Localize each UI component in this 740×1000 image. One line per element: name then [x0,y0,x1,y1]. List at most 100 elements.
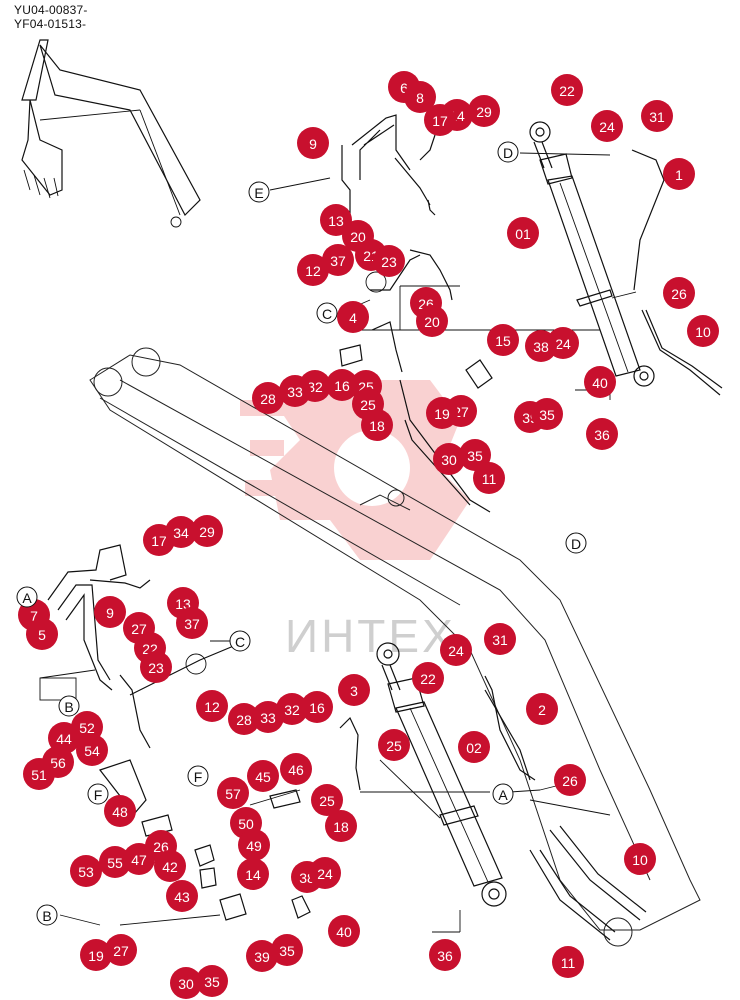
callout-8[interactable]: 8 [404,81,436,113]
ref-letter-label: A [22,590,32,606]
callout-badge [252,382,284,414]
callout-badge [297,254,329,286]
callout-23[interactable]: 23 [373,245,405,277]
callout-11[interactable]: 11 [473,462,505,494]
callout-9[interactable]: 9 [94,596,126,628]
callout-24[interactable]: 24 [440,634,472,666]
callout-25[interactable]: 25 [311,784,343,816]
ref-letter-ring [87,783,109,805]
callout-20[interactable]: 20 [416,305,448,337]
callout-02[interactable]: 02 [458,731,490,763]
callout-16[interactable]: 16 [326,369,358,401]
callout-51[interactable]: 51 [23,758,55,790]
ref-letter-E: E [248,181,270,203]
callout-badge [624,843,656,875]
callout-01[interactable]: 01 [507,217,539,249]
boom-outline [89,347,701,947]
callout-35[interactable]: 35 [271,934,303,966]
callout-27[interactable]: 27 [105,934,137,966]
callout-2[interactable]: 2 [526,693,558,725]
callout-26[interactable]: 26 [663,277,695,309]
callout-23[interactable]: 23 [140,651,172,683]
callout-24[interactable]: 24 [591,110,623,142]
callout-label: 33 [287,384,303,400]
callout-30[interactable]: 30 [170,967,202,999]
callout-label: 12 [204,699,220,715]
callout-1[interactable]: 1 [663,158,695,190]
callout-12[interactable]: 12 [196,690,228,722]
cylinder-01 [529,121,655,387]
callout-label: 30 [178,976,194,992]
callout-44[interactable]: 44 [48,722,80,754]
callout-17[interactable]: 17 [424,104,456,136]
callout-label: 1 [675,167,683,183]
callout-57[interactable]: 57 [217,777,249,809]
callout-13[interactable]: 13 [320,204,352,236]
callout-29[interactable]: 29 [468,95,500,127]
callout-24[interactable]: 24 [309,857,341,889]
callout-42[interactable]: 42 [154,850,186,882]
callout-55[interactable]: 55 [99,846,131,878]
callout-54[interactable]: 54 [76,734,108,766]
callout-badge [361,409,393,441]
callout-46[interactable]: 46 [280,753,312,785]
callout-4[interactable]: 4 [337,301,369,333]
callout-badge [663,158,695,190]
callout-11[interactable]: 11 [552,946,584,978]
callout-badge [104,795,136,827]
callout-9[interactable]: 9 [297,127,329,159]
callout-29[interactable]: 29 [191,515,223,547]
callout-15[interactable]: 15 [487,324,519,356]
callout-25[interactable]: 25 [378,729,410,761]
callout-40[interactable]: 40 [328,915,360,947]
callout-36[interactable]: 36 [429,939,461,971]
callout-31[interactable]: 31 [641,100,673,132]
callout-28[interactable]: 28 [228,703,260,735]
callout-37[interactable]: 37 [322,244,354,276]
callout-30[interactable]: 30 [433,443,465,475]
callout-19[interactable]: 19 [426,397,458,429]
callout-28[interactable]: 28 [252,382,284,414]
callout-34[interactable]: 34 [165,516,197,548]
callout-19[interactable]: 19 [80,939,112,971]
callout-48[interactable]: 48 [104,795,136,827]
callout-badge [552,946,584,978]
callout-35[interactable]: 35 [196,965,228,997]
callout-47[interactable]: 47 [123,843,155,875]
callout-label: 35 [279,943,295,959]
callout-36[interactable]: 36 [586,418,618,450]
callout-18[interactable]: 18 [361,409,393,441]
callout-label: 2 [538,702,546,718]
callout-badge [280,753,312,785]
callout-12[interactable]: 12 [297,254,329,286]
callout-label: 28 [260,391,276,407]
callout-53[interactable]: 53 [70,855,102,887]
callout-40[interactable]: 40 [584,366,616,398]
callout-18[interactable]: 18 [325,810,357,842]
callout-16[interactable]: 16 [301,691,333,723]
callout-38[interactable]: 38 [525,330,557,362]
callout-31[interactable]: 31 [484,623,516,655]
callout-39[interactable]: 39 [246,940,278,972]
callout-22[interactable]: 22 [551,74,583,106]
ref-letter-C: C [316,302,338,324]
callout-35[interactable]: 35 [531,398,563,430]
callout-49[interactable]: 49 [238,829,270,861]
callout-37[interactable]: 37 [176,607,208,639]
callout-35[interactable]: 35 [459,439,491,471]
callout-14[interactable]: 14 [237,858,269,890]
callout-22[interactable]: 22 [412,662,444,694]
callout-45[interactable]: 45 [247,760,279,792]
callout-10[interactable]: 10 [624,843,656,875]
ref-letter-ring [248,181,270,203]
callout-5[interactable]: 5 [26,618,58,650]
callout-26[interactable]: 26 [554,764,586,796]
callout-43[interactable]: 43 [166,880,198,912]
callout-32[interactable]: 32 [276,693,308,725]
callout-badge [433,443,465,475]
callout-badge [426,397,458,429]
ref-letter-B: B [36,904,58,926]
callout-10[interactable]: 10 [687,315,719,347]
callout-3[interactable]: 3 [338,674,370,706]
callout-33[interactable]: 33 [279,375,311,407]
